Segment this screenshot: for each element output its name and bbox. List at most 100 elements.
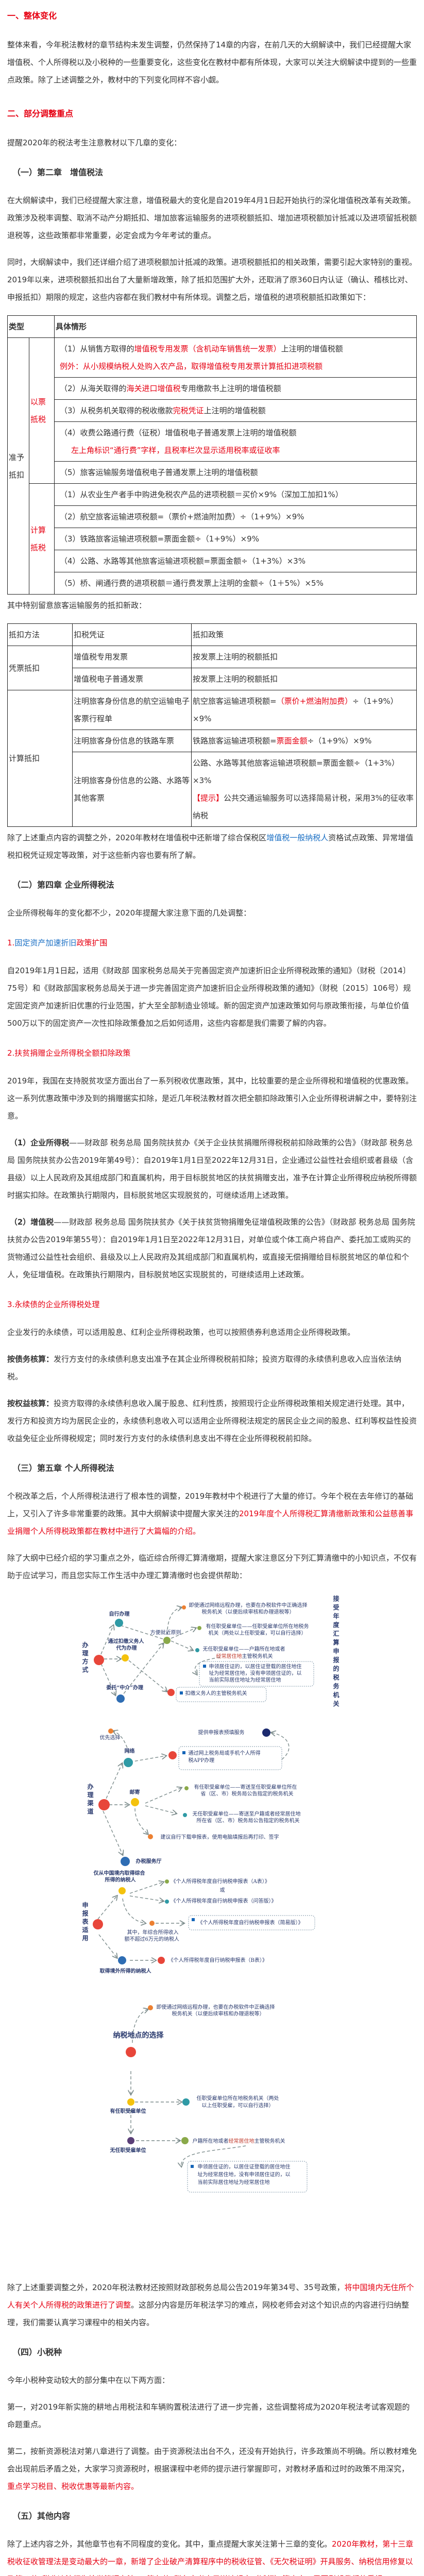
table-cell: 增值税专用发票 bbox=[72, 646, 192, 668]
table-cell: 公路、水路等其他旅客运输进项税额=票面金额÷（1+3%）×3%【提示】公共交通运… bbox=[191, 752, 417, 827]
chapter-title-iit: （三）第五章 个人所得税法 bbox=[12, 1463, 114, 1473]
paragraph: 自2019年1月1日起，适用《财政部 国家税务总局关于完善固定资产加速折旧企业所… bbox=[7, 966, 411, 1028]
paragraph: 除了大纲中已经介绍的学习重点之外，临近综合所得汇算清缴期，提醒大家注意区分下列汇… bbox=[7, 1553, 417, 1580]
paragraph: 企业所得税每年的变化都不少，2020年提醒大家注意下面的几处调整： bbox=[7, 908, 251, 918]
node-label: 自行办理 bbox=[109, 1612, 130, 1617]
accelerated-depreciation-link[interactable]: 固定资产加速折旧 bbox=[14, 938, 77, 947]
table-cell: （5）旅客运输服务增值税电子普通发票上注明的增值税额 bbox=[54, 461, 417, 484]
node-label: 优先选择 bbox=[99, 1735, 121, 1741]
table-cell: 航空旅客运输进项税额=（票价+燃油附加费）÷（1+9%）×9% bbox=[191, 690, 417, 730]
table-header: 抵扣政策 bbox=[191, 623, 417, 646]
paragraph: 第二，按新资源税法对第八章进行了调整。由于资源税法出台不久，还没有开始执行，许多… bbox=[7, 2447, 417, 2491]
node-label: 址为经常居住地，没有申领居住证的，以 bbox=[197, 2172, 291, 2178]
table-header: 扣税凭证 bbox=[72, 623, 192, 646]
paragraph: 提醒2020年的税法考生注意教材以下几章的变化： bbox=[7, 138, 182, 147]
table-cell: （5）桥、闸通行费的进项税额＝通行费发票上注明的金额÷（1＋5%）×5% bbox=[54, 572, 417, 595]
item-title: 1.固定资产加速折旧政策扩围 bbox=[7, 938, 108, 947]
node-label: 申报表适用 bbox=[82, 1902, 89, 1942]
paragraph: （1）企业所得税——财政部 税务总局 国务院扶贫办《关于企业扶贫捐赠所得税税前扣… bbox=[7, 1138, 417, 1200]
input-tax-deduction-table: 类型 具体情形 准予抵扣 以票抵税 （1）从销售方取得的增值税专用发票（含机动车… bbox=[7, 315, 417, 595]
node-label: 址为经常居住地，没有申领居住证的，以 bbox=[209, 1671, 302, 1676]
table-cell: （4）收费公路通行费（征税）增值税电子普通发票上注明的增值税额左上角标识“通行费… bbox=[54, 421, 417, 462]
node-label: 当前实际居住地址为经常居住地 bbox=[209, 1677, 281, 1683]
chapter-title-cit: （二）第四章 企业所得税法 bbox=[12, 880, 114, 890]
side-label: 接受年度汇算申报的税务机关 bbox=[333, 1595, 340, 1707]
paragraph: 企业发行的永续债，可以适用股息、红利企业所得税政策，也可以按照债券利息适用企业所… bbox=[7, 1328, 355, 1337]
node-label: 经常居住地主管税务机关 bbox=[216, 1654, 273, 1659]
paragraph: 2019年，我国在支持脱贫攻坚方面出台了一系列税收优惠政策，其中，比较重要的是企… bbox=[7, 1076, 417, 1121]
node-label: 任职受雇单位所在地税务机关（两处 bbox=[196, 2096, 279, 2102]
table-cell-subgroup: 计算抵税 bbox=[29, 483, 55, 595]
table-header: 抵扣方法 bbox=[7, 623, 73, 646]
item-title: 2.扶贫捐赠企业所得税全额扣除政策 bbox=[7, 1048, 131, 1058]
node-label: 邮寄 bbox=[129, 1790, 140, 1795]
node-label: 委托“中介”办理 bbox=[106, 1685, 144, 1691]
table-cell: 增值税电子普通发票 bbox=[72, 668, 192, 690]
node-label: 扣缴义务人的主管税务机关 bbox=[185, 1691, 247, 1697]
table-cell: （2）航空旅客运输进项税额=（票价+燃油附加费）÷（1+9%）×9% bbox=[54, 505, 417, 528]
table-cell: （2）从海关取得的海关进口增值税专用缴款书上注明的增值税额 bbox=[54, 377, 417, 400]
vat-general-taxpayer-link[interactable]: 增值税一般纳税人 bbox=[266, 833, 329, 842]
table-cell: 注明旅客身份信息的铁路车票 bbox=[72, 730, 192, 752]
paragraph: 除了上述重要调整之外，2020年税法教材还按照财政部税务总局公告2019年第34… bbox=[7, 2283, 414, 2327]
node-label: 所在省（区、市）税务局公告指定的税务机关 bbox=[196, 1818, 300, 1824]
node-label: 即使通过网络远程办理，也要在办税软件中正确选择 bbox=[189, 1603, 308, 1608]
table-header: 具体情形 bbox=[54, 315, 417, 338]
node-label: 方便就近原则 bbox=[150, 1630, 181, 1636]
node-label: 额不超过6万元的纳税人 bbox=[124, 1937, 179, 1942]
table-cell: （3）铁路旅客运输进项税额=票面金额÷（1+9%）×9% bbox=[54, 528, 417, 550]
table-cell: （4）公路、水路等其他旅客运输进项税额=票面金额÷（1+3%）×3% bbox=[54, 550, 417, 572]
paragraph: 按债务核算：发行方支付的永续债利息支出准予在其企业所得税税前扣除；投资方取得的永… bbox=[7, 1354, 402, 1381]
node-label: 有任职受雇单位——寄送至任职受雇单位所在 bbox=[194, 1785, 297, 1790]
paragraph: 按权益核算：投资方取得的永续债利息收入属于股息、红利性质，按照现行企业所得税政策… bbox=[7, 1399, 417, 1443]
node-label: 《个人所得税年度自行纳税申报表（简易版）》 bbox=[197, 1920, 303, 1926]
item-title: 3.永续债的企业所得税处理 bbox=[7, 1300, 100, 1309]
paragraph: 今年小税种变动较大的部分集中在以下两方面： bbox=[7, 2376, 170, 2385]
node-label: 办理方式 bbox=[82, 1641, 89, 1673]
annual-settlement-mindmap: 接受年度汇算申报的税务机关 办理方式 自行办理 通过扣缴义务人 代为办理 委托“… bbox=[73, 1595, 351, 2269]
node-label: 《个人所得税年度自行纳税申报表（问答版）》 bbox=[171, 1899, 277, 1904]
node-label: 或 bbox=[219, 1888, 225, 1893]
paragraph: 整体来看，今年税法教材的章节结构未发生调整，仍然保持了14章的内容，在前几天的大… bbox=[7, 40, 417, 84]
node-label: 办税服务厅 bbox=[135, 1859, 162, 1865]
paragraph: （2）增值税——财政部 税务总局 国务院扶贫办《关于扶贫货物捐赠免征增值税政策的… bbox=[7, 1217, 415, 1279]
node-label: 仅从中国境内取得综合 bbox=[93, 1871, 145, 1876]
table-cell: （3）从税务机关取得的税收缴款完税凭证上注明的增值税额 bbox=[54, 399, 417, 422]
node-label: 网络 bbox=[124, 1749, 135, 1754]
node-label: 建议自行下载申报表，使用电脑填报后再打印、签字 bbox=[160, 1835, 279, 1840]
passenger-transport-deduction-table: 抵扣方法 扣税凭证 抵扣政策 凭票抵扣 增值税专用发票 按发票上注明的税额抵扣 … bbox=[7, 623, 417, 827]
node-label: 办理渠道 bbox=[87, 1783, 94, 1815]
table-cell-group: 准予抵扣 bbox=[7, 337, 29, 595]
table-cell-subgroup: 以票抵税 bbox=[29, 337, 55, 484]
table-cell: 注明旅客身份信息的航空运输电子客票行程单 bbox=[72, 690, 192, 730]
node-label: 申领居住证的，以居住证登载的居住地住 bbox=[197, 2164, 291, 2170]
table-cell: 按发票上注明的税额抵扣 bbox=[191, 668, 417, 690]
table-cell: 凭票抵扣 bbox=[7, 646, 73, 690]
table-cell: 按发票上注明的税额抵扣 bbox=[191, 646, 417, 668]
table-cell: 铁路旅客运输进项税额=票面金额÷（1+9%）×9% bbox=[191, 730, 417, 752]
table-cell: （1）从农业生产者手中购进免税农产品的进项税额＝买价×9%（深加工加扣1%） bbox=[54, 483, 417, 506]
chapter-title-vat: （一）第二章 增值税法 bbox=[12, 167, 104, 177]
paragraph: 同时，大纲解读中，我们还详细介绍了进项税额加计抵减的政策。进项税额抵扣的相关政策… bbox=[7, 258, 417, 302]
node-label: 其中，年综合所得收入 bbox=[127, 1930, 179, 1936]
chapter-title-minor-taxes: （四）小税种 bbox=[12, 2347, 62, 2357]
section-title-key-changes: 二、部分调整重点 bbox=[7, 109, 74, 118]
node-label: 机关（两处以上任职受雇，可以自行选择） bbox=[208, 1631, 307, 1636]
table-header: 类型 bbox=[7, 315, 55, 338]
node-label: 省（区、市）税务局公告指定的税务机关 bbox=[200, 1791, 294, 1797]
paragraph: 在大纲解读中，我们已经提醒大家注意，增值税最大的变化是自2019年4月1日起开始… bbox=[7, 196, 417, 240]
node-label: 户籍所在地或者经常居住地主管税务机关 bbox=[192, 2139, 285, 2144]
node-label: 通过网上税务局或手机个人所得 bbox=[188, 1751, 261, 1756]
node-label: 申领居住证的，以居住证登载的居住地住 bbox=[209, 1664, 302, 1670]
node-label: 取得境外所得的纳税人 bbox=[99, 1969, 151, 1974]
chapter-title-other: （五）其他内容 bbox=[12, 2511, 71, 2521]
node-label: 纳税地点的选择 bbox=[113, 2031, 164, 2040]
node-label: 税APP办理 bbox=[188, 1758, 215, 1764]
node-label: 有任职受雇单位 bbox=[110, 2109, 146, 2114]
node-label: 即使通过网络远程办理，也要在办税软件中正确选择 bbox=[156, 2005, 275, 2010]
node-label: 税务机关（以便后续审核和办理退税等） bbox=[172, 2011, 265, 2017]
node-label: 税务机关（以便后续审核和办理退税等） bbox=[201, 1609, 295, 1615]
node-label: 所得的纳税人 bbox=[105, 1877, 136, 1883]
paragraph: 第一，对2019年新实施的耕地占用税法和车辆购置税法进行了进一步完善，这些调整将… bbox=[7, 2402, 410, 2429]
